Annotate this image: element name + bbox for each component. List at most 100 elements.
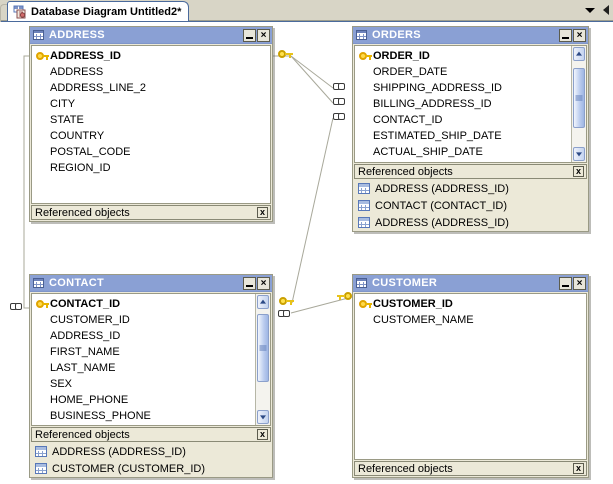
table-icon [356,30,367,40]
table-window-address[interactable]: ADDRESS × ADDRESS_ID ADDRESS [29,26,273,222]
relationship-many-marker-contact-address [10,303,26,311]
referenced-object-item[interactable]: ADDRESS (ADDRESS_ID) [354,214,587,231]
primary-key-icon [35,51,50,62]
column-row[interactable]: ADDRESS_ID [32,48,270,64]
column-row[interactable]: CONTACT_ID [355,112,571,128]
close-button[interactable]: × [257,28,270,42]
referenced-object-item[interactable]: CUSTOMER (CUSTOMER_ID) [31,460,271,477]
column-name: REGION_ID [50,162,111,174]
column-row[interactable]: ESTIMATED_SHIP_DATE [355,128,571,144]
column-row[interactable]: ADDRESS_LINE_2 [32,80,270,96]
scroll-down-button[interactable] [573,147,585,161]
vertical-scrollbar-orders[interactable] [571,46,586,162]
referenced-objects-bar-customer[interactable]: Referenced objects x [354,461,587,476]
minimize-button[interactable] [243,28,256,42]
tab-database-diagram[interactable]: Database Diagram Untitled2* [7,1,190,21]
referenced-objects-bar-address[interactable]: Referenced objects x [31,205,271,220]
tab-strip-divider [0,20,613,21]
column-name: SHIPPING_ADDRESS_ID [373,82,502,94]
scrollbar-track[interactable] [572,62,586,146]
column-icon-slot [35,347,50,358]
column-row[interactable]: CUSTOMER_ID [32,312,255,328]
column-row[interactable]: BILLING_ADDRESS_ID [355,96,571,112]
scrollbar-thumb[interactable] [257,314,269,382]
column-row[interactable]: CUSTOMER_ID [355,296,586,312]
vertical-scrollbar-contact[interactable] [255,294,270,425]
table-titlebar-contact[interactable]: CONTACT × [30,275,272,292]
primary-key-icon [35,299,50,310]
table-titlebar-address[interactable]: ADDRESS × [30,27,272,44]
column-row[interactable]: SHIPPING_ADDRESS_ID [355,80,571,96]
table-name-label: CUSTOMER [372,277,438,289]
column-name: SEX [50,378,73,390]
column-row[interactable]: BUSINESS_PHONE [32,408,255,424]
referenced-object-item[interactable]: ADDRESS (ADDRESS_ID) [354,180,587,197]
close-button[interactable]: × [573,276,586,290]
close-button[interactable]: × [573,28,586,42]
column-row[interactable]: ADDRESS [32,64,270,80]
diagram-canvas[interactable]: ADDRESS × ADDRESS_ID ADDRESS [0,21,613,484]
scrollbar-track[interactable] [256,310,270,409]
scroll-down-button[interactable] [257,410,269,424]
minimize-button[interactable] [559,276,572,290]
column-icon-slot [35,331,50,342]
nav-left-icon[interactable] [603,5,609,15]
column-row[interactable]: HOME_PHONE [32,392,255,408]
table-icon [33,30,44,40]
minimize-button[interactable] [559,28,572,42]
column-name: ADDRESS_ID [50,330,121,342]
column-icon-slot [35,131,50,142]
panel-close-icon[interactable]: x [573,463,584,474]
column-row[interactable]: CITY [32,96,270,112]
column-icon-slot [358,315,373,326]
column-icon-slot [35,99,50,110]
column-row[interactable]: CONTACT_ID [32,296,255,312]
column-row[interactable]: LAST_NAME [32,360,255,376]
column-list-customer: CUSTOMER_ID CUSTOMER_NAME [355,294,586,459]
table-ref-icon [358,217,370,228]
table-name-label: ADDRESS [49,29,105,41]
referenced-object-item[interactable]: CONTACT (CONTACT_ID) [354,197,587,214]
scrollbar-thumb[interactable] [573,68,585,128]
column-row[interactable]: COUNTRY [32,128,270,144]
column-row[interactable]: ADDRESS_ID [32,328,255,344]
close-button[interactable]: × [257,276,270,290]
referenced-objects-bar-orders[interactable]: Referenced objects x [354,164,587,179]
column-name: CUSTOMER_ID [373,298,453,310]
scroll-up-button[interactable] [257,295,269,309]
chevron-down-icon[interactable] [585,7,595,13]
panel-close-icon[interactable]: x [573,166,584,177]
column-name: ADDRESS_ID [50,50,121,62]
referenced-object-item[interactable]: ADDRESS (ADDRESS_ID) [31,443,271,460]
column-row[interactable]: ORDER_ID [355,48,571,64]
minimize-button[interactable] [243,276,256,290]
column-name: ESTIMATED_SHIP_DATE [373,130,502,142]
table-columns-body-address: ADDRESS_ID ADDRESS ADDRESS_LINE_2 CITY [31,45,271,204]
scroll-up-button[interactable] [573,47,585,61]
referenced-objects-bar-contact[interactable]: Referenced objects x [31,427,271,442]
column-row[interactable]: STATE [32,112,270,128]
column-row[interactable]: CUSTOMER_NAME [355,312,586,328]
table-titlebar-orders[interactable]: ORDERS × [353,27,588,44]
column-row[interactable]: ACTUAL_SHIP_DATE [355,144,571,160]
column-row[interactable]: FIRST_NAME [32,344,255,360]
column-icon-slot [358,99,373,110]
table-titlebar-customer[interactable]: CUSTOMER × [353,275,588,292]
table-icon [33,278,44,288]
column-icon-slot [35,411,50,422]
column-list-orders: ORDER_ID ORDER_DATE SHIPPING_ADDRESS_ID … [355,46,571,162]
relationship-key-marker-contact [279,296,294,306]
table-window-orders[interactable]: ORDERS × ORDER_ID ORDER_DATE [352,26,589,232]
panel-close-icon[interactable]: x [257,207,268,218]
table-ref-icon [35,463,47,474]
column-row[interactable]: POSTAL_CODE [32,144,270,160]
table-ref-icon [358,183,370,194]
column-row[interactable]: REGION_ID [32,160,270,176]
column-row[interactable]: ORDER_DATE [355,64,571,80]
table-window-contact[interactable]: CONTACT × CONTACT_ID CUSTOMER_ID [29,274,273,478]
column-row[interactable]: SEX [32,376,255,392]
panel-close-icon[interactable]: x [257,429,268,440]
column-icon-slot [358,67,373,78]
column-icon-slot [35,83,50,94]
table-window-customer[interactable]: CUSTOMER × CUSTOMER_ID CUSTOMER_NAME [352,274,589,478]
